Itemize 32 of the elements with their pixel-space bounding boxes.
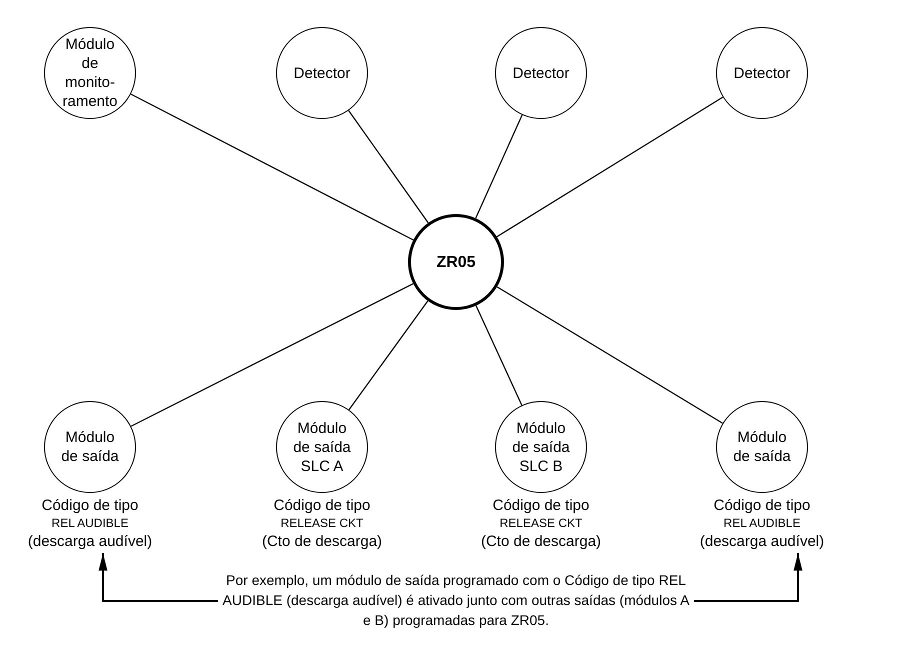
caption-text: Código de tipo	[714, 496, 810, 515]
leader-arrow	[694, 553, 802, 602]
connector-line	[496, 286, 723, 424]
node-label: Módulo de saída	[60, 428, 120, 466]
node-label: ZR05	[435, 252, 477, 272]
connector-line	[130, 94, 414, 240]
type-code: RELEASE CKT	[280, 515, 364, 532]
connector-line	[476, 305, 522, 406]
note-text: Por exemplo, um módulo de saída programado com o Código de tipo REL AUDIBLE (descarga audível) é ativado junto com outras saídas (módulos A e B) programadas para ZR05.	[218, 570, 694, 630]
node-label: Módulo de saída SLC A	[292, 418, 352, 476]
caption-text: (Cto de descarga)	[262, 532, 382, 551]
node-label: Detector	[512, 64, 570, 82]
type-code: REL AUDIBLE	[52, 515, 128, 532]
node-label: Detector	[732, 64, 792, 82]
node-label: Módulo de saída SLC B	[511, 418, 571, 476]
caption-text: Código de tipo	[274, 496, 370, 515]
node-label: Módulo de monito-ramento	[61, 35, 119, 111]
connector-line	[348, 110, 429, 224]
node-label: Detector	[292, 64, 352, 82]
connector-line	[130, 283, 414, 427]
caption-text: (descarga audível)	[28, 532, 152, 551]
caption-text: (descarga audível)	[700, 532, 824, 551]
connector-line	[475, 114, 523, 218]
caption-text: Código de tipo	[492, 496, 590, 515]
leader-arrow	[98, 553, 218, 602]
type-code: REL AUDIBLE	[724, 515, 800, 532]
connector-line	[496, 96, 724, 238]
connector-line	[348, 300, 428, 410]
type-code: RELEASE CKT	[500, 515, 582, 532]
caption-text: Código de tipo	[42, 496, 138, 515]
node-label: Módulo de saída	[732, 428, 792, 466]
caption-text: (Cto de descarga)	[480, 532, 602, 551]
